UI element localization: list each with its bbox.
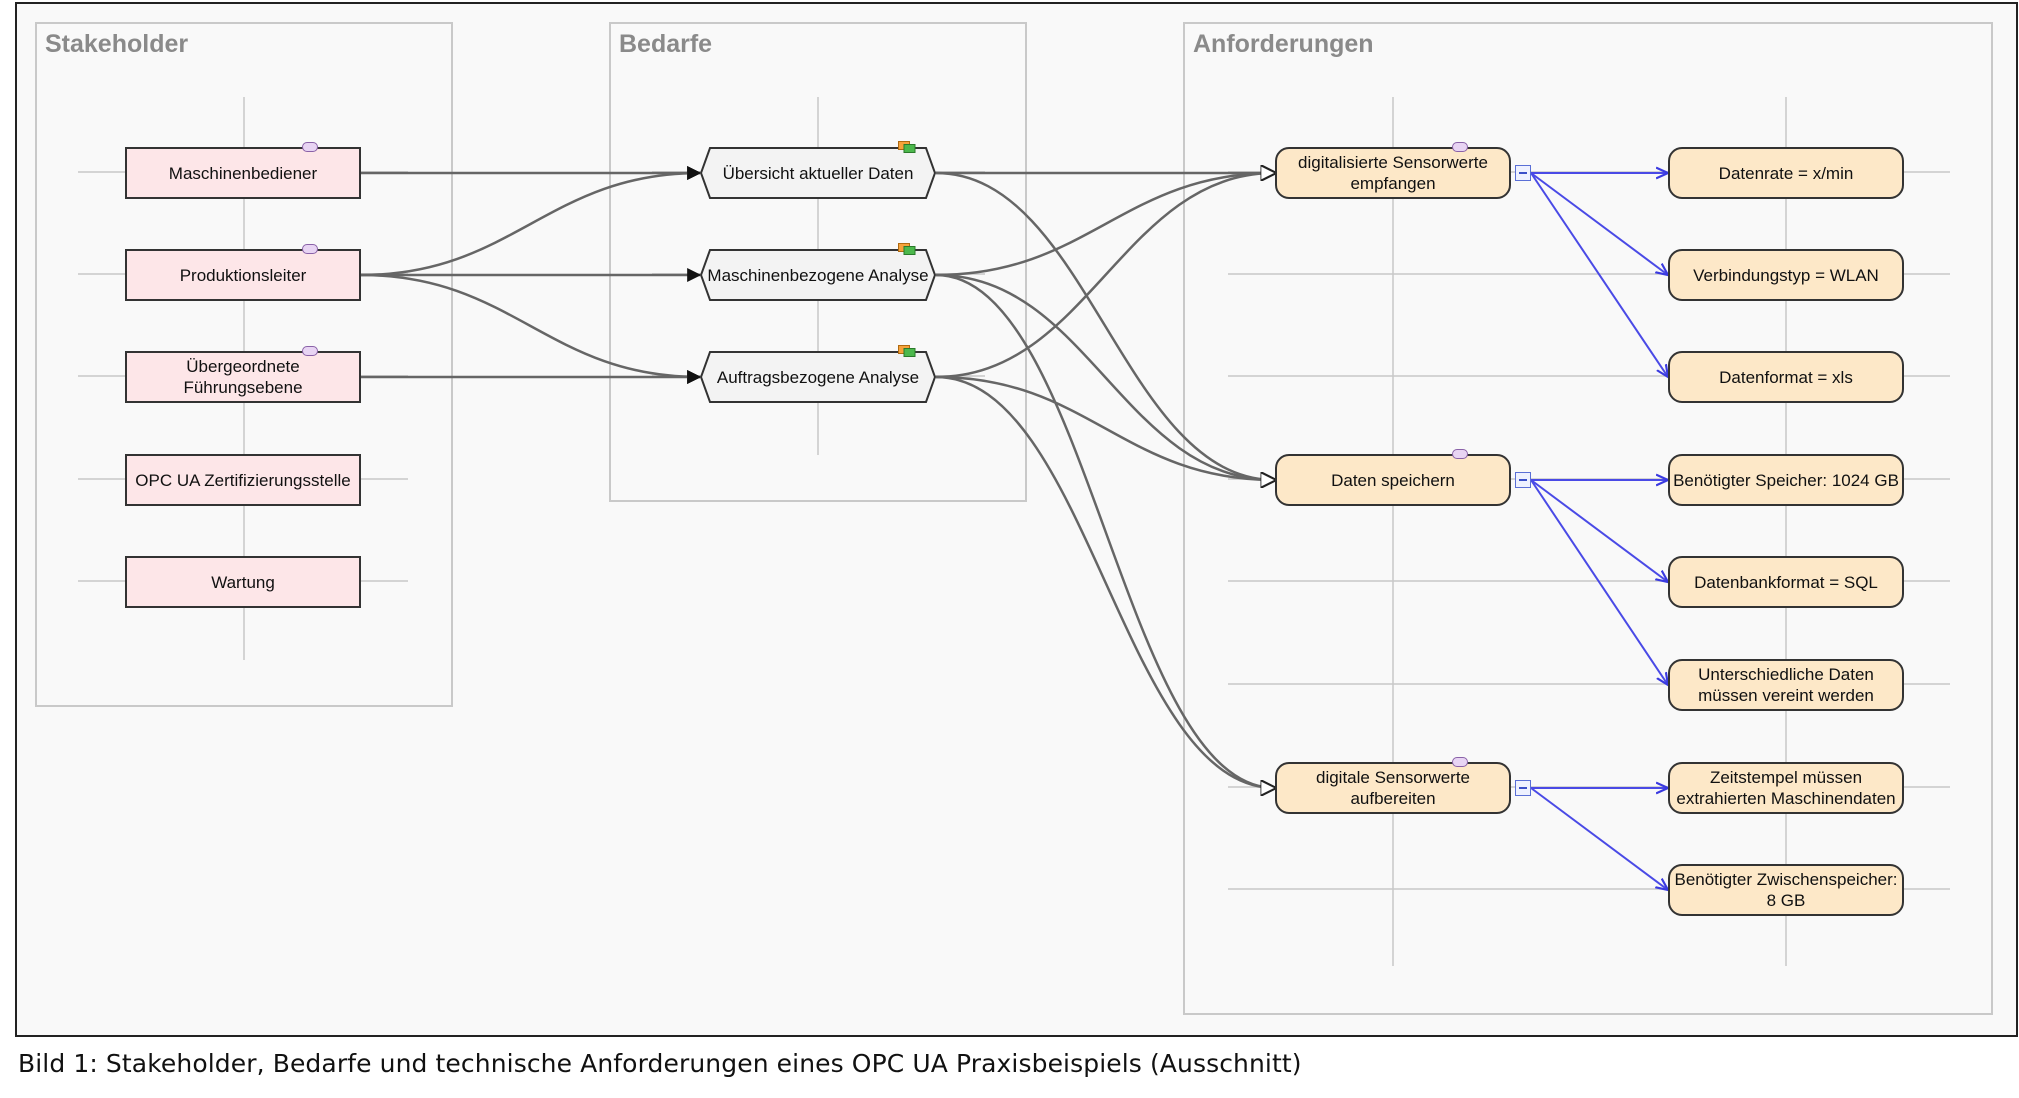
sub-requirement-label: Zeitstempel müssen [1709, 768, 1863, 787]
stakeholder-node[interactable]: Wartung [125, 556, 361, 608]
figure-caption: Bild 1: Stakeholder, Bedarfe und technis… [18, 1049, 1302, 1078]
stakeholder-label: Übergeordnete [186, 357, 300, 376]
refinement-link[interactable] [1530, 787, 1668, 890]
connection-lines [360, 166, 1668, 890]
sub-requirement-label: Datenbankformat = SQL [1694, 572, 1878, 592]
sub-requirement-node[interactable]: Verbindungstyp = WLAN [1668, 249, 1904, 301]
need-requirement-link[interactable] [935, 273, 1275, 788]
linked-item-icon [898, 243, 916, 255]
sub-requirement-node[interactable]: Zeitstempel müssen extrahierten Maschinen… [1668, 762, 1904, 814]
stakeholder-label: Produktionsleiter [179, 265, 307, 285]
sub-requirement-node[interactable]: Benötigter Speicher: 1024 GB [1668, 454, 1904, 506]
need-requirement-link[interactable] [935, 273, 1275, 480]
need-node[interactable]: Übersicht aktueller Daten [700, 147, 936, 199]
anforderungen-panel-title: Anforderungen [1193, 30, 1374, 58]
stakeholder-label: Maschinenbediener [168, 163, 318, 183]
need-label: Übersicht aktueller Daten [722, 163, 914, 183]
note-tag-icon [1452, 142, 1468, 152]
requirement-node[interactable]: digitalisierte Sensorwerte empfangen [1275, 147, 1511, 199]
note-tag-icon [1452, 757, 1468, 767]
refinement-link[interactable] [1530, 479, 1668, 582]
requirement-node[interactable]: Daten speichern [1275, 454, 1511, 506]
sub-requirement-label: 8 GB [1766, 891, 1806, 910]
stakeholder-panel-title: Stakeholder [45, 30, 189, 58]
collapse-toggle-icon[interactable] [1515, 165, 1531, 181]
sub-requirement-label: Benötigter Speicher: 1024 GB [1673, 470, 1899, 490]
need-requirement-link[interactable] [935, 173, 1275, 379]
sub-requirement-label: Datenformat = xls [1719, 367, 1853, 387]
grid-lines [78, 97, 1950, 966]
note-tag-icon [302, 244, 318, 254]
need-shape [700, 249, 936, 301]
sub-requirement-node[interactable]: Benötigter Zwischenspeicher: 8 GB [1668, 864, 1904, 916]
requirement-label: digitalisierte Sensorwerte [1298, 153, 1488, 172]
need-requirement-link[interactable] [935, 173, 1275, 277]
stakeholder-node[interactable]: Maschinenbediener [125, 147, 361, 199]
sub-requirement-label: müssen vereint werden [1698, 686, 1874, 705]
need-shape [700, 147, 936, 199]
need-hexagon [700, 147, 936, 199]
collapse-toggle-icon[interactable] [1515, 472, 1531, 488]
sub-requirement-node[interactable]: Datenbankformat = SQL [1668, 556, 1904, 608]
note-tag-icon [1452, 449, 1468, 459]
sub-requirement-label: Unterschiedliche Daten [1698, 665, 1874, 684]
refinement-link[interactable] [1530, 172, 1668, 275]
refinement-link[interactable] [1530, 479, 1668, 685]
stakeholder-node[interactable]: OPC UA Zertifizierungsstelle [125, 454, 361, 506]
sub-requirement-node[interactable]: Unterschiedliche Daten müssen vereint wer… [1668, 659, 1904, 711]
stakeholder-label: Wartung [211, 572, 275, 592]
need-requirement-link[interactable] [935, 375, 1275, 480]
requirement-label: digitale Sensorwerte [1315, 768, 1471, 787]
need-node[interactable]: Maschinenbezogene Analyse [700, 249, 936, 301]
sub-requirement-label: Datenrate = x/min [1718, 163, 1854, 183]
requirement-label: empfangen [1350, 174, 1436, 193]
bedarfe-panel-title: Bedarfe [619, 30, 713, 58]
sub-requirement-label: Benötigter Zwischenspeicher: [1674, 870, 1898, 889]
refinement-link[interactable] [1530, 172, 1668, 377]
need-shape [700, 351, 936, 403]
need-hexagon [700, 249, 936, 301]
need-node[interactable]: Auftragsbezogene Analyse [700, 351, 936, 403]
stakeholder-need-link[interactable] [360, 166, 702, 277]
need-requirement-link[interactable] [935, 375, 1275, 788]
stakeholder-node[interactable]: Produktionsleiter [125, 249, 361, 301]
requirement-label: Daten speichern [1331, 470, 1455, 490]
need-label: Auftragsbezogene Analyse [716, 367, 920, 387]
stakeholder-label: Führungsebene [183, 378, 303, 397]
collapse-toggle-icon[interactable] [1515, 780, 1531, 796]
note-tag-icon [302, 346, 318, 356]
sub-requirement-label: Verbindungstyp = WLAN [1693, 265, 1879, 285]
need-label: Maschinenbezogene Analyse [707, 265, 929, 285]
linked-item-icon [898, 345, 916, 357]
requirement-node[interactable]: digitale Sensorwerte aufbereiten [1275, 762, 1511, 814]
sub-requirement-node[interactable]: Datenrate = x/min [1668, 147, 1904, 199]
sub-requirement-node[interactable]: Datenformat = xls [1668, 351, 1904, 403]
need-hexagon [700, 351, 936, 403]
requirement-label: aufbereiten [1350, 789, 1436, 808]
linked-item-icon [898, 141, 916, 153]
sub-requirement-label: extrahierten Maschinendaten [1676, 789, 1896, 808]
need-requirement-link[interactable] [935, 171, 1275, 480]
note-tag-icon [302, 142, 318, 152]
stakeholder-label: OPC UA Zertifizierungsstelle [135, 470, 351, 490]
stakeholder-need-link[interactable] [360, 273, 702, 384]
